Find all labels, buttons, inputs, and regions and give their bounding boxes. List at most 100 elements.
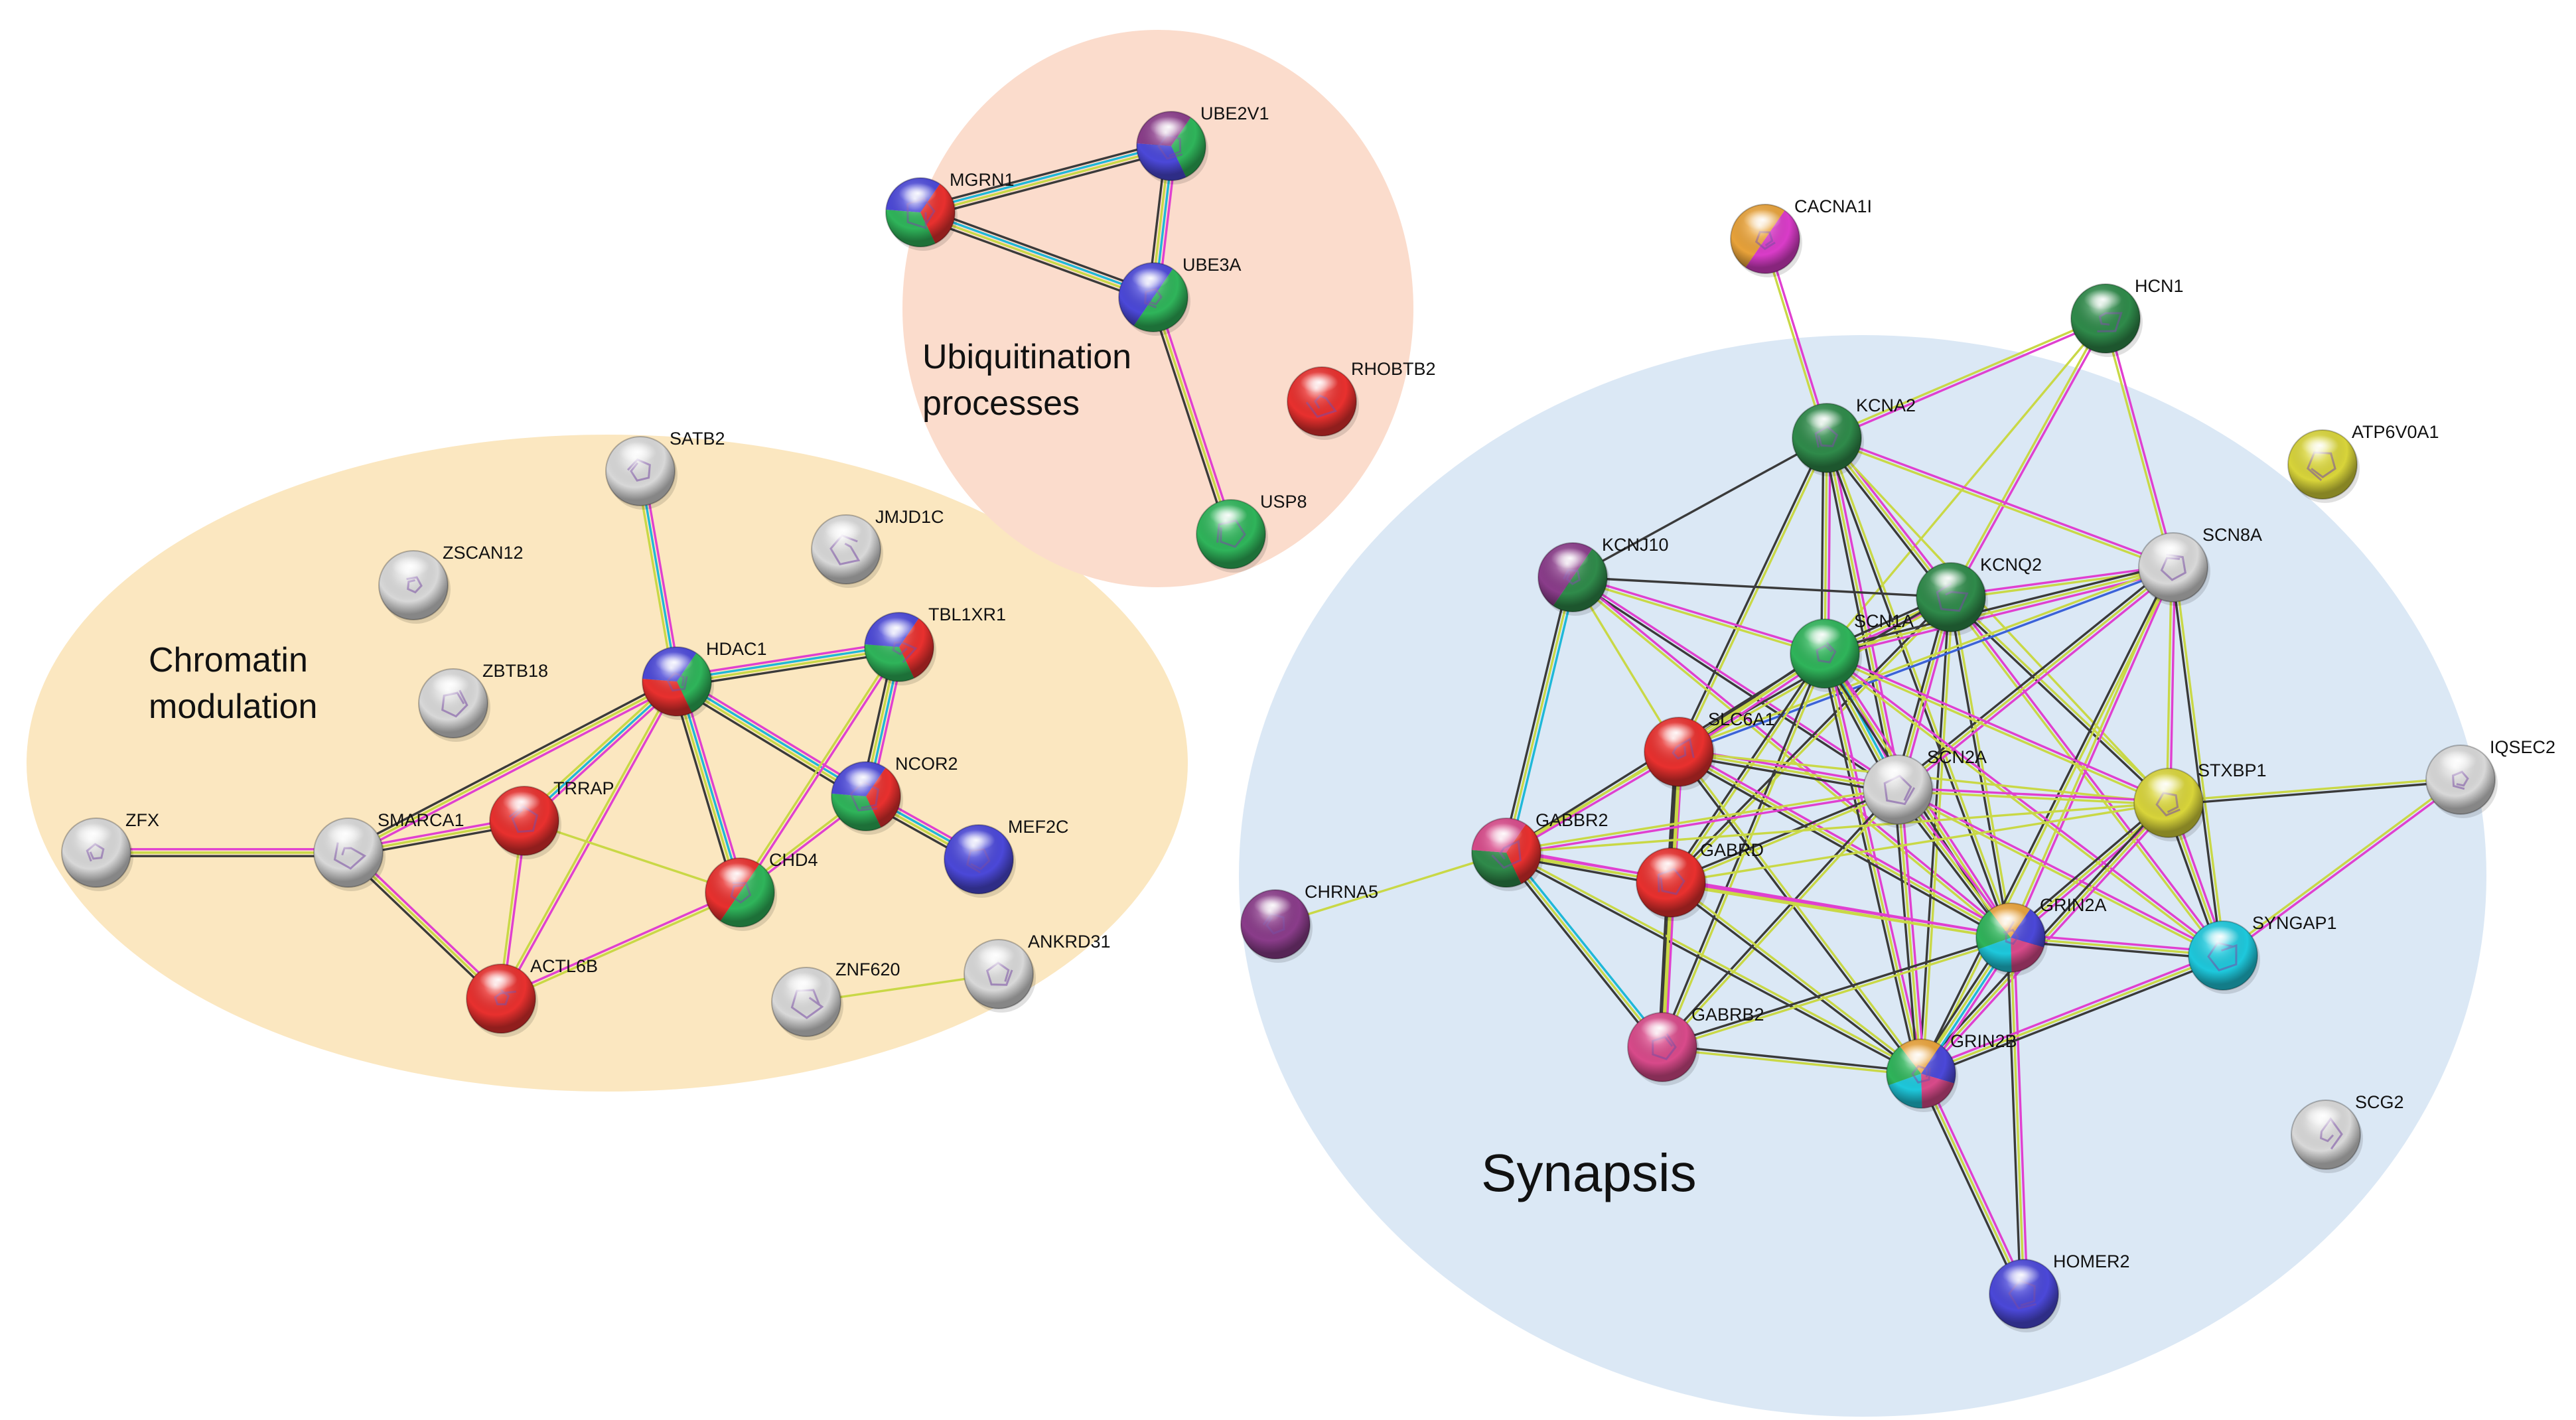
edge-evidence-line — [1660, 652, 1825, 1047]
node-jmjd1c[interactable]: JMJD1C — [811, 507, 944, 588]
edge-evidence-line — [642, 470, 681, 681]
edge-evidence-line — [1824, 563, 2173, 652]
edge-evidence-line — [670, 682, 737, 894]
node-slc6a1[interactable]: SLC6A1 — [1644, 709, 1775, 790]
node-chrna5[interactable]: CHRNA5 — [1240, 882, 1378, 963]
edge-scn8a-slc6a1 — [1678, 564, 2175, 755]
edge-evidence-line — [920, 146, 1173, 216]
edge-gabrd-grin2a — [1670, 879, 2011, 941]
node-gabbr2[interactable]: GABBR2 — [1471, 810, 1609, 891]
node-chd4[interactable]: CHD4 — [705, 850, 818, 931]
cluster-label-ubiquitination: Ubiquitination processes — [922, 338, 1141, 423]
edge-scn2a-grin2b — [1893, 789, 1926, 1074]
node-highlight — [2147, 773, 2185, 794]
node-syngap1[interactable]: SYNGAP1 — [2188, 913, 2337, 994]
node-kcnq2[interactable]: KCNQ2 — [1916, 555, 2042, 636]
edge-evidence-line — [1898, 787, 2224, 956]
edge-evidence-line — [1571, 577, 1898, 792]
edge-evidence-line — [1661, 934, 2011, 1047]
node-grin2b[interactable]: GRIN2B — [1886, 1031, 2017, 1112]
edge-evidence-line — [1762, 239, 1827, 439]
edge-evidence-line — [1825, 651, 2225, 956]
node-trrap[interactable]: TRRAP — [489, 778, 614, 859]
edge-evidence-line — [2169, 780, 2461, 806]
node-label: UBE2V1 — [1200, 104, 1269, 123]
node-outline — [864, 612, 934, 682]
edge-evidence-line — [675, 681, 866, 799]
edge-kcna2-scn2a — [1822, 437, 1902, 791]
node-scn2a[interactable]: SCN2A — [1863, 747, 1987, 828]
node-gabrd[interactable]: GABRD — [1636, 840, 1764, 921]
node-outline — [831, 761, 901, 831]
node-homer2[interactable]: HOMER2 — [1989, 1251, 2130, 1332]
node-hcn1[interactable]: HCN1 — [2070, 276, 2184, 357]
edge-evidence-line — [737, 645, 899, 892]
node-mef2c[interactable]: MEF2C — [944, 817, 1069, 898]
node-ube3a[interactable]: UBE3A — [1118, 255, 1242, 336]
node-ankrd31[interactable]: ANKRD31 — [964, 932, 1111, 1013]
node-usp8[interactable]: USP8 — [1196, 492, 1307, 573]
node-ncor2[interactable]: NCOR2 — [831, 754, 958, 835]
edge-hdac1-actl6b — [498, 679, 680, 1001]
node-rhobtb2[interactable]: RHOBTB2 — [1287, 359, 1436, 440]
edge-evidence-line — [2221, 777, 2461, 956]
edge-grin2b-gabrb2 — [1662, 1044, 1922, 1077]
node-grin2a[interactable]: GRIN2A — [1975, 895, 2107, 976]
edge-evidence-line — [677, 679, 868, 796]
node-gabrb2[interactable]: GABRB2 — [1627, 1005, 1764, 1086]
node-highlight — [1640, 1017, 1679, 1038]
node-highlight — [957, 829, 995, 851]
node-highlight — [1209, 504, 1248, 526]
node-outline — [2133, 768, 2204, 838]
node-highlight — [1989, 908, 2027, 929]
node-tbl1xr1[interactable]: TBL1XR1 — [864, 604, 1006, 685]
node-label: ZSCAN12 — [443, 543, 524, 563]
node-kcna2[interactable]: KCNA2 — [1792, 395, 1916, 476]
node-cacna1i[interactable]: CACNA1I — [1730, 196, 1872, 277]
edge-evidence-line — [347, 851, 502, 1000]
node-outline — [811, 514, 881, 585]
node-zscan12[interactable]: ZSCAN12 — [378, 543, 524, 624]
node-kcnj10[interactable]: KCNJ10 — [1538, 535, 1669, 616]
edge-kcnj10-scn1a — [1571, 574, 1826, 657]
edge-evidence-line — [677, 680, 743, 892]
node-scn8a[interactable]: SCN8A — [2138, 525, 2262, 606]
node-stxbp1[interactable]: STXBP1 — [2133, 760, 2267, 841]
edge-evidence-line — [1670, 802, 2169, 884]
edge-evidence-line — [922, 206, 1156, 294]
edge-evidence-line — [1827, 437, 2014, 938]
edge-evidence-line — [1572, 576, 1952, 599]
edge-evidence-line — [1660, 788, 1898, 1047]
edge-evidence-line — [1671, 879, 2011, 938]
node-highlight — [784, 972, 823, 993]
edge-evidence-line — [1505, 577, 1574, 853]
node-zbtb18[interactable]: ZBTB18 — [418, 661, 548, 742]
node-satb2[interactable]: SATB2 — [605, 429, 725, 510]
edge-evidence-line — [1679, 567, 2175, 755]
edge-evidence-line — [500, 890, 740, 999]
node-mgrn1[interactable]: MGRN1 — [885, 170, 1015, 251]
node-smarca1[interactable]: SMARCA1 — [313, 810, 465, 891]
node-scg2[interactable]: SCG2 — [2291, 1092, 2404, 1173]
edge-mgrn1-ube2v1 — [918, 139, 1173, 219]
node-atp6v0a1[interactable]: ATP6V0A1 — [2287, 422, 2439, 503]
node-ube2v1[interactable]: UBE2V1 — [1136, 104, 1269, 184]
edge-evidence-line — [350, 849, 504, 997]
edge-evidence-line — [2011, 567, 2176, 939]
edge-evidence-line — [1825, 437, 1899, 790]
edge-scn1a-syngap1 — [1823, 651, 2225, 958]
edge-evidence-line — [1951, 597, 2014, 938]
node-label: SATB2 — [670, 429, 725, 449]
edge-gabbr2-grin2b — [1504, 850, 1923, 1076]
node-znf620[interactable]: ZNF620 — [771, 959, 900, 1040]
node-zfx[interactable]: ZFX — [61, 810, 159, 891]
node-actl6b[interactable]: ACTL6B — [466, 956, 598, 1037]
edge-evidence-line — [1827, 435, 2175, 567]
node-hdac1[interactable]: HDAC1 — [642, 639, 767, 720]
node-scn1a[interactable]: SCN1A — [1790, 611, 1914, 692]
node-highlight — [1649, 853, 1687, 874]
edge-evidence-line — [1662, 790, 1900, 1049]
node-iqsec2[interactable]: IQSEC2 — [2425, 737, 2555, 818]
edge-evidence-line — [2170, 567, 2223, 956]
edge-evidence-line — [2006, 938, 2022, 1295]
